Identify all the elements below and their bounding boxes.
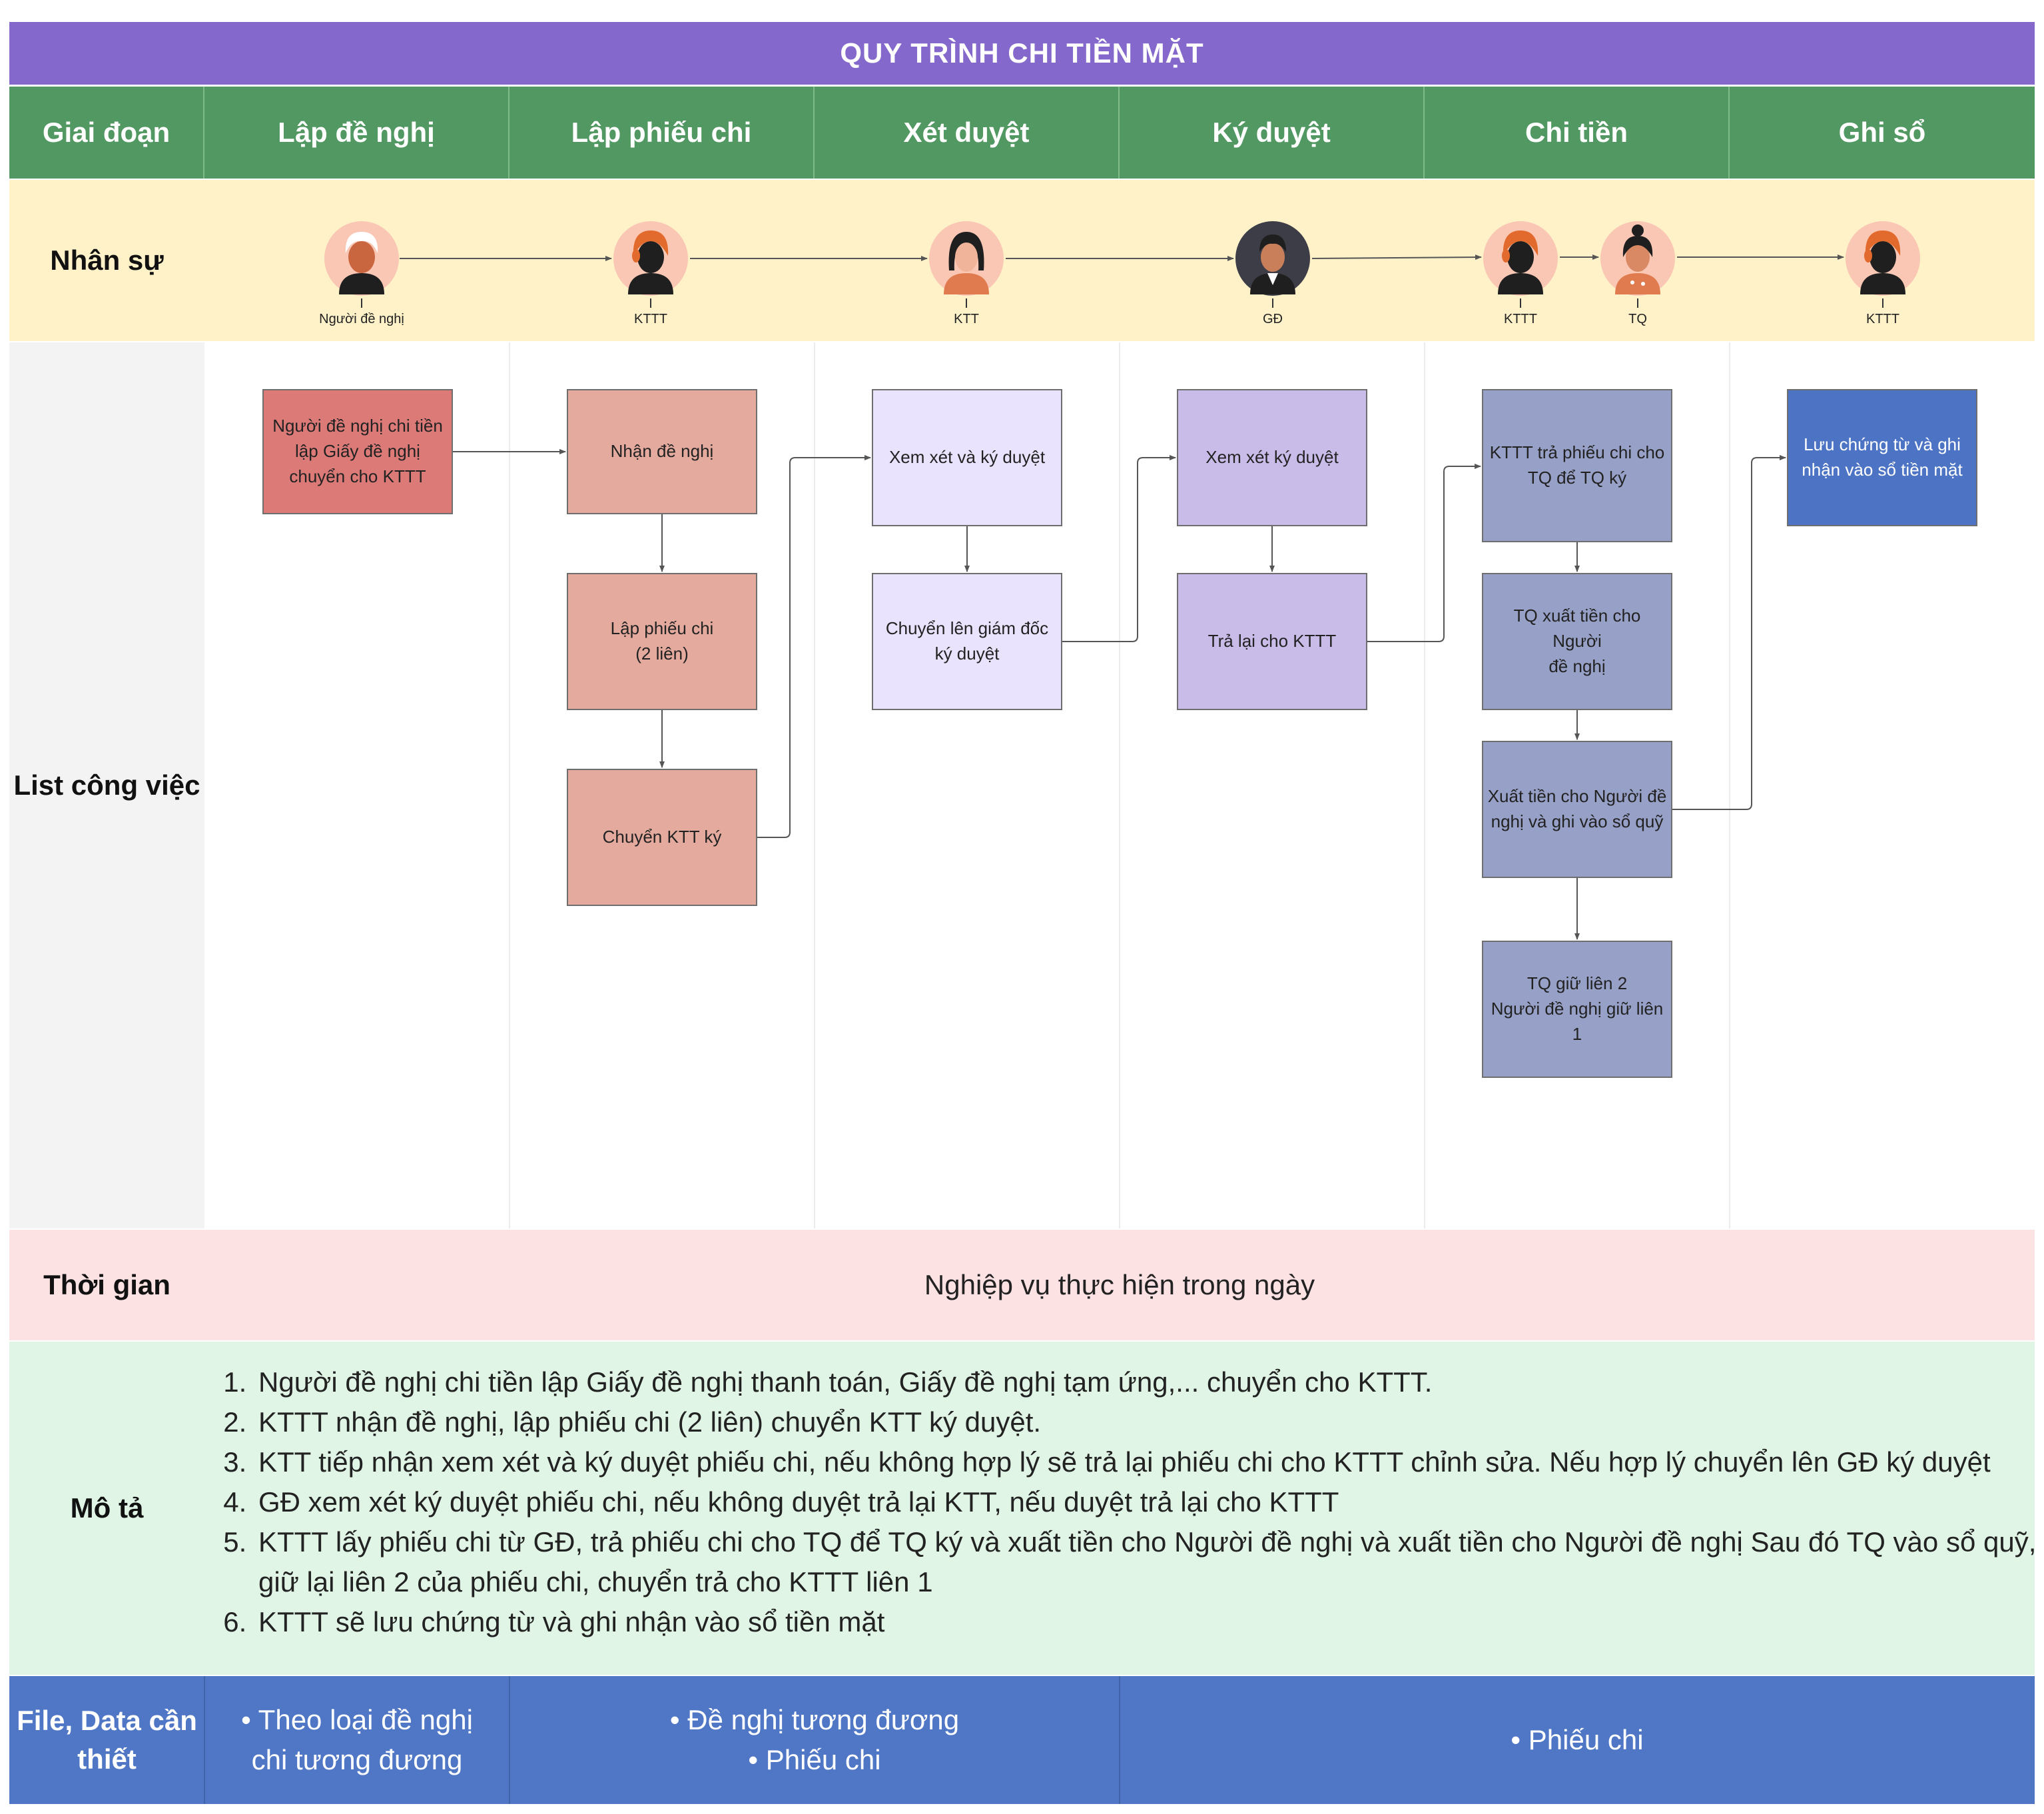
description-band — [9, 1342, 2035, 1675]
column-divider — [1729, 342, 1730, 1228]
files-col-3: • Phiếu chi — [1120, 1676, 2035, 1804]
role-label: KTTT — [1504, 312, 1537, 326]
description-step: KTTT nhận đề nghị, lập phiếu chi (2 liên… — [254, 1402, 2044, 1442]
column-divider — [1424, 342, 1425, 1228]
files-col-1: • Theo loại đề nghị chi tương đương — [204, 1676, 510, 1804]
row-label-files-line1: File, Data cần — [17, 1705, 197, 1736]
column-divider — [204, 1676, 205, 1804]
files-col-2: • Đề nghị tương đương • Phiếu chi — [510, 1676, 1120, 1804]
files-item: • Phiếu chi — [1511, 1724, 1644, 1755]
description-step: KTT tiếp nhận xem xét và ký duyệt phiếu … — [254, 1442, 2044, 1482]
row-label-tasks: List công việc — [13, 769, 200, 801]
column-divider — [814, 342, 815, 1228]
phase-xet-duyet: Xét duyệt — [815, 87, 1120, 179]
phase-lap-phieu-chi: Lập phiếu chi — [510, 87, 815, 179]
files-band — [9, 1676, 2035, 1804]
files-item: • Theo loại đề nghị — [241, 1704, 473, 1735]
column-divider — [1119, 342, 1120, 1228]
diagram-title: QUY TRÌNH CHI TIỀN MẶT — [9, 22, 2035, 85]
role-label: Người đề nghị — [319, 312, 404, 326]
task-box-return-to-kttt: Trả lại cho KTTT — [1177, 573, 1367, 710]
tasks-label-band — [9, 342, 204, 1228]
phase-chi-tien: Chi tiền — [1425, 87, 1730, 179]
phase-lap-de-nghi: Lập đề nghị — [204, 87, 510, 179]
phase-ghi-so: Ghi sổ — [1730, 87, 2035, 179]
description-list: Người đề nghị chi tiền lập Giấy đề nghị … — [221, 1362, 2044, 1642]
files-item: chi tương đương — [251, 1744, 463, 1775]
column-divider — [509, 1676, 510, 1804]
description-step: KTTT lấy phiếu chi từ GĐ, trả phiếu chi … — [254, 1522, 2044, 1602]
task-box-create-voucher: Lập phiếu chi(2 liên) — [567, 573, 757, 710]
role-label: TQ — [1628, 312, 1647, 326]
time-text: Nghiệp vụ thực hiện trong ngày — [924, 1269, 1315, 1300]
role-label: KTT — [954, 312, 979, 326]
role-label: GĐ — [1263, 312, 1283, 326]
time-band — [9, 1230, 2035, 1340]
description-step: GĐ xem xét ký duyệt phiếu chi, nếu không… — [254, 1482, 2044, 1522]
column-divider — [509, 342, 510, 1228]
row-label-files: File, Data cần thiết — [9, 1676, 204, 1804]
files-item: • Phiếu chi — [748, 1744, 881, 1775]
description-step: KTTT sẽ lưu chứng từ và ghi nhận vào sổ … — [254, 1602, 2044, 1642]
phase-ky-duyet: Ký duyệt — [1120, 87, 1425, 179]
header-label: Giai đoạn — [9, 87, 204, 179]
role-label: KTTT — [1866, 312, 1899, 326]
row-label-files-line2: thiết — [77, 1743, 137, 1775]
task-box-director-review: Xem xét ký duyệt — [1177, 389, 1367, 526]
row-label-time: Thời gian — [43, 1269, 170, 1300]
description-step: Người đề nghị chi tiền lập Giấy đề nghị … — [254, 1362, 2044, 1402]
role-label: KTTT — [634, 312, 667, 326]
task-box-receive-request: Nhận đề nghị — [567, 389, 757, 514]
row-label-description: Mô tả — [70, 1492, 144, 1524]
column-divider — [1119, 1676, 1120, 1804]
task-box-send-to-ktt: Chuyển KTT ký — [567, 769, 757, 906]
task-box-review-approve: Xem xét và ký duyệt — [872, 389, 1062, 526]
files-item: • Đề nghị tương đương — [669, 1704, 960, 1735]
row-label-staff: Nhân sự — [50, 244, 164, 276]
